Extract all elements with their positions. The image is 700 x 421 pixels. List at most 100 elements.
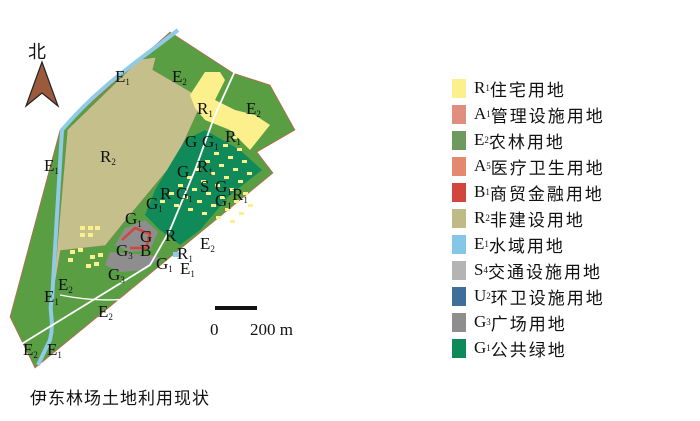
legend-name: 农林用地: [488, 132, 565, 152]
legend-name: 管理设施用地: [490, 106, 605, 126]
house-block: [188, 208, 193, 211]
map-label-sub: 3: [128, 251, 133, 261]
legend-name: 住宅用地: [489, 80, 566, 100]
house-block: [174, 204, 179, 207]
map-label: R1: [232, 186, 248, 209]
legend-swatch: [452, 312, 466, 332]
house-block: [238, 180, 243, 183]
scale-start: 0: [210, 320, 219, 339]
map-label-sub: 2: [182, 77, 187, 87]
legend-name: 水域用地: [488, 236, 565, 256]
legend-code: S: [474, 260, 484, 279]
legend-code: A: [474, 156, 487, 175]
house-block: [219, 164, 224, 167]
map-label: E2: [246, 100, 261, 123]
map-label-code: E: [180, 259, 191, 278]
map-label-code: G: [215, 177, 228, 196]
house-block: [187, 176, 192, 179]
house-block: [225, 208, 230, 211]
house-block: [202, 212, 207, 215]
map-label-sub: 1: [54, 297, 59, 307]
map-label-sub: 1: [57, 350, 62, 360]
map-label-code: E: [200, 234, 211, 253]
map-label: G3: [116, 242, 133, 265]
map-label-sub: 1: [236, 137, 241, 147]
legend-name: 广场用地: [490, 314, 567, 334]
map-label-code: E: [23, 340, 34, 359]
map-label-sub: 1: [168, 264, 173, 274]
legend-swatch: [452, 338, 466, 358]
map-label-sub: 1: [137, 219, 142, 229]
legend-sub: 2: [484, 135, 489, 145]
map-label-sub: 3: [120, 275, 125, 285]
north-label: 北: [28, 42, 46, 62]
map-label-code: S: [200, 177, 210, 196]
house-block: [223, 144, 228, 147]
map-label: G1: [215, 178, 232, 201]
map-label-code: G: [140, 227, 153, 246]
map-label: E1: [180, 260, 195, 283]
map-label-sub: 1: [227, 187, 232, 197]
north-arrow-icon: [24, 60, 60, 108]
map-label-code: G: [185, 132, 198, 151]
legend-name: 商贸金融用地: [489, 184, 604, 204]
map-label: G1: [156, 255, 173, 278]
house-block: [183, 196, 188, 199]
map-label: E1: [44, 157, 59, 180]
map-label: R1: [177, 245, 193, 268]
house-block: [210, 172, 215, 175]
map-label: R1: [225, 128, 241, 151]
map-label: B: [140, 242, 151, 265]
scale-end: 200 m: [250, 320, 293, 339]
map-label-code: E: [44, 156, 55, 175]
map-label: R: [165, 227, 176, 250]
legend-code: E: [474, 234, 485, 253]
legend-code: B: [474, 182, 486, 201]
village-blocks: [160, 136, 253, 223]
map-label-code: G: [108, 265, 121, 284]
legend-swatch: [452, 234, 466, 254]
legend-swatch: [452, 260, 466, 280]
house-block: [196, 168, 201, 171]
map-label-code: E: [98, 302, 109, 321]
map-label-code: E: [47, 340, 58, 359]
house-block: [214, 152, 219, 155]
map-label-code: G: [215, 191, 228, 210]
map-label: E2: [200, 235, 215, 258]
legend-swatch: [452, 182, 466, 202]
legend-sub: 1: [485, 187, 490, 197]
map-label-sub: 1: [188, 194, 193, 204]
house-block: [247, 172, 252, 175]
map-label: E1: [115, 68, 130, 91]
side-road: [59, 279, 191, 301]
map-label: S: [200, 178, 209, 201]
map-label-code: R: [197, 157, 209, 176]
map-label-code: B: [140, 241, 152, 260]
house-block: [169, 192, 174, 195]
map-label-code: G: [116, 241, 129, 260]
map-label-code: G: [146, 194, 159, 213]
legend-swatch: [452, 78, 466, 98]
house-block: [234, 200, 239, 203]
figure-caption: 伊东林场土地利用现状: [30, 389, 210, 408]
map-label: E2: [98, 303, 113, 326]
legend-name: 非建设用地: [489, 210, 585, 230]
legend-sub: 1: [485, 83, 490, 93]
map-label-sub: 2: [33, 350, 38, 360]
residential-area-north: [190, 72, 270, 150]
map-label: R: [160, 185, 171, 208]
map-label: R2: [100, 148, 116, 171]
map-label-code: R: [160, 184, 172, 203]
map-label-code: G: [125, 209, 138, 228]
map-label: R1: [197, 158, 213, 181]
map-label-code: G: [202, 132, 215, 151]
house-block: [201, 180, 206, 183]
map-label-code: G: [176, 184, 189, 203]
